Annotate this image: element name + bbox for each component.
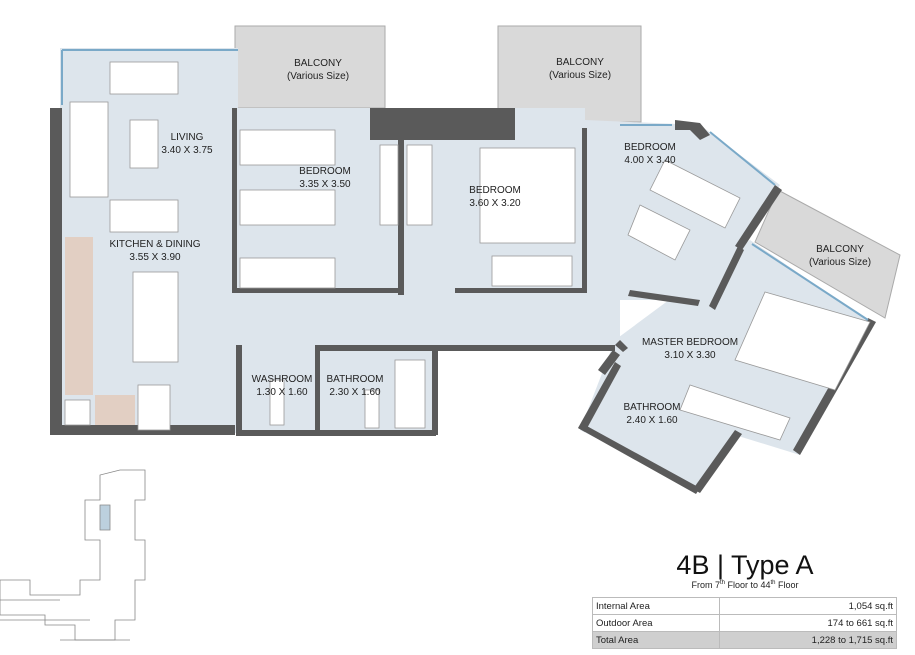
floor-to-sup: th	[770, 580, 776, 586]
balcony1-label: BALCONY	[294, 58, 342, 69]
washroom-label: WASHROOM	[252, 374, 313, 385]
floors-suffix: Floor	[775, 580, 799, 590]
area-label: Internal Area	[591, 597, 721, 615]
bathroom2-size: 2.40 X 1.60	[626, 415, 678, 426]
balcony1-size: (Various Size)	[287, 71, 349, 82]
bedroom1-label: BEDROOM	[299, 166, 351, 177]
unit-type: Type A	[731, 550, 814, 580]
master-bedroom-label: MASTER BEDROOM	[642, 337, 738, 348]
laundry-area	[95, 395, 135, 425]
living-size: 3.40 X 3.75	[161, 145, 213, 156]
floor-from: 7	[714, 580, 720, 590]
area-value: 1,228 to 1,715 sq.ft	[719, 631, 897, 649]
master-bedroom-size: 3.10 X 3.30	[664, 350, 716, 361]
floors-prefix: From	[691, 580, 715, 590]
washroom-size: 1.30 X 1.60	[256, 387, 308, 398]
site-key-plan	[0, 469, 146, 641]
balconies	[234, 25, 901, 319]
floor-from-sup: th	[719, 580, 725, 586]
floor-range: From 7th Floor to 44th Floor	[600, 580, 890, 590]
bedroom2-size: 3.60 X 3.20	[469, 198, 521, 209]
balcony2-size: (Various Size)	[549, 70, 611, 81]
balcony3-size: (Various Size)	[809, 257, 871, 268]
balcony3-label: BALCONY	[816, 244, 864, 255]
bathroom1-label: BATHROOM	[326, 374, 383, 385]
bedroom3-size: 4.00 X 3.40	[624, 155, 676, 166]
living-label: LIVING	[171, 132, 204, 143]
windows	[61, 49, 869, 321]
balcony-2	[497, 25, 642, 123]
bedroom3-label: BEDROOM	[624, 142, 676, 153]
kitchen-size: 3.55 X 3.90	[129, 252, 181, 263]
area-label: Total Area	[591, 631, 721, 649]
bathroom1-size: 2.30 X 1.60	[329, 387, 381, 398]
kitchen-label: KITCHEN & DINING	[109, 239, 200, 250]
area-value: 174 to 661 sq.ft	[719, 614, 897, 632]
balcony-1	[234, 25, 386, 109]
bedroom2-label: BEDROOM	[469, 185, 521, 196]
unit-name: 4B	[676, 550, 710, 580]
balcony-3	[754, 189, 901, 319]
floors-mid: Floor to	[724, 580, 761, 590]
floor-to: 44	[760, 580, 771, 590]
kitchen-counter	[65, 237, 93, 395]
area-value: 1,054 sq.ft	[719, 597, 897, 615]
furniture	[64, 61, 871, 441]
bedroom1-size: 3.35 X 3.50	[299, 179, 351, 190]
balcony2-label: BALCONY	[556, 57, 604, 68]
title-separator: |	[716, 550, 724, 580]
unit-title: 4B | Type A	[600, 550, 890, 581]
area-label: Outdoor Area	[591, 614, 721, 632]
bathroom2-label: BATHROOM	[623, 402, 680, 413]
